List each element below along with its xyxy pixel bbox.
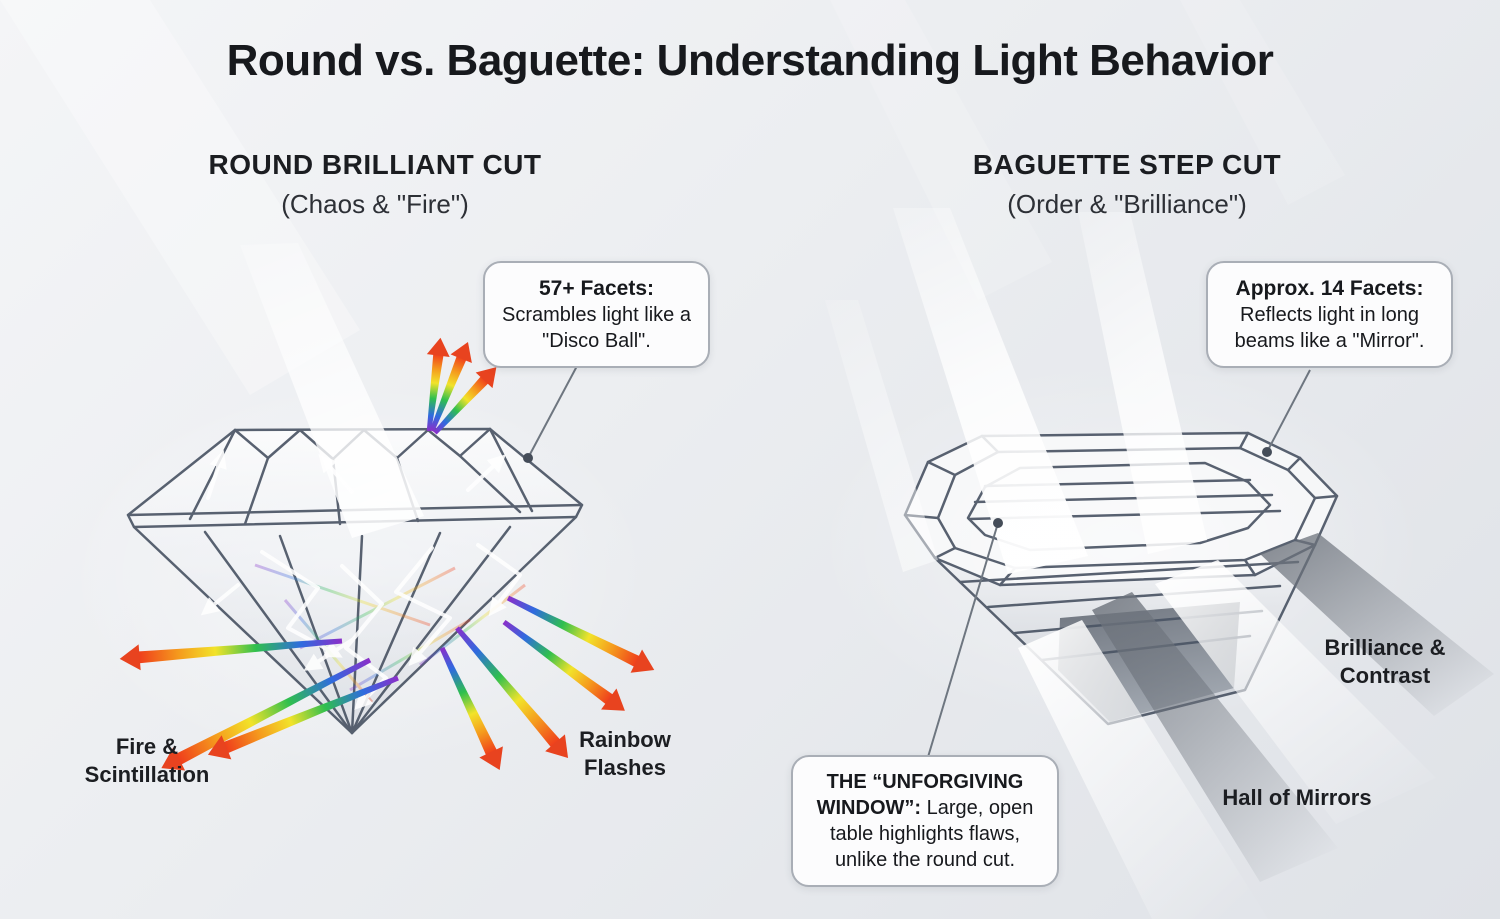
outgoing-mirror-beams <box>1018 533 1494 919</box>
panel-subheading-round: (Chaos & "Fire") <box>281 189 469 219</box>
unforgiving-window-body: Large, open table highlights flaws, unli… <box>829 797 1034 871</box>
page-title: Round vs. Baguette: Understanding Light … <box>226 36 1274 85</box>
incoming-mirror-beams <box>825 208 1207 574</box>
rainbow-fire-arrows <box>119 337 655 771</box>
incoming-light-beam <box>240 243 424 538</box>
unforgiving-window-title: THE “UNFORGIVING WINDOW”: <box>816 771 1024 819</box>
baguette-diamond-illustration <box>825 208 1494 919</box>
unforgiving-window-callout: THE “UNFORGIVING WINDOW”: Large, open ta… <box>791 755 1059 887</box>
facets-callout-baguette-title: Approx. 14 Facets: <box>1235 277 1424 300</box>
facets-callout-round-title: 57+ Facets: <box>539 277 654 300</box>
facets-callout-round: 57+ Facets: Scrambles light like a "Disc… <box>483 261 710 369</box>
label-fire-scintillation: Fire & Scintillation <box>84 734 210 787</box>
label-hall-of-mirrors: Hall of Mirrors <box>1222 785 1372 810</box>
leader-dots <box>523 447 1272 528</box>
facets-callout-round-body: Scrambles light like a "Disco Ball". <box>502 304 691 353</box>
panel-heading-round: ROUND BRILLIANT CUT <box>208 149 542 180</box>
panel-heading-baguette: BAGUETTE STEP CUT <box>972 149 1282 180</box>
round-diamond-illustration <box>126 243 584 735</box>
label-brilliance-contrast: Brilliance & Contrast <box>1324 635 1446 688</box>
facets-callout-baguette-body: Reflects light in long beams like a "Mir… <box>1234 304 1425 353</box>
label-rainbow-flashes: Rainbow Flashes <box>579 727 671 780</box>
panel-subheading-baguette: (Order & "Brilliance") <box>1007 189 1247 219</box>
facets-callout-baguette: Approx. 14 Facets: Reflects light in lon… <box>1206 261 1453 369</box>
callout-leader-lines <box>527 365 1311 758</box>
